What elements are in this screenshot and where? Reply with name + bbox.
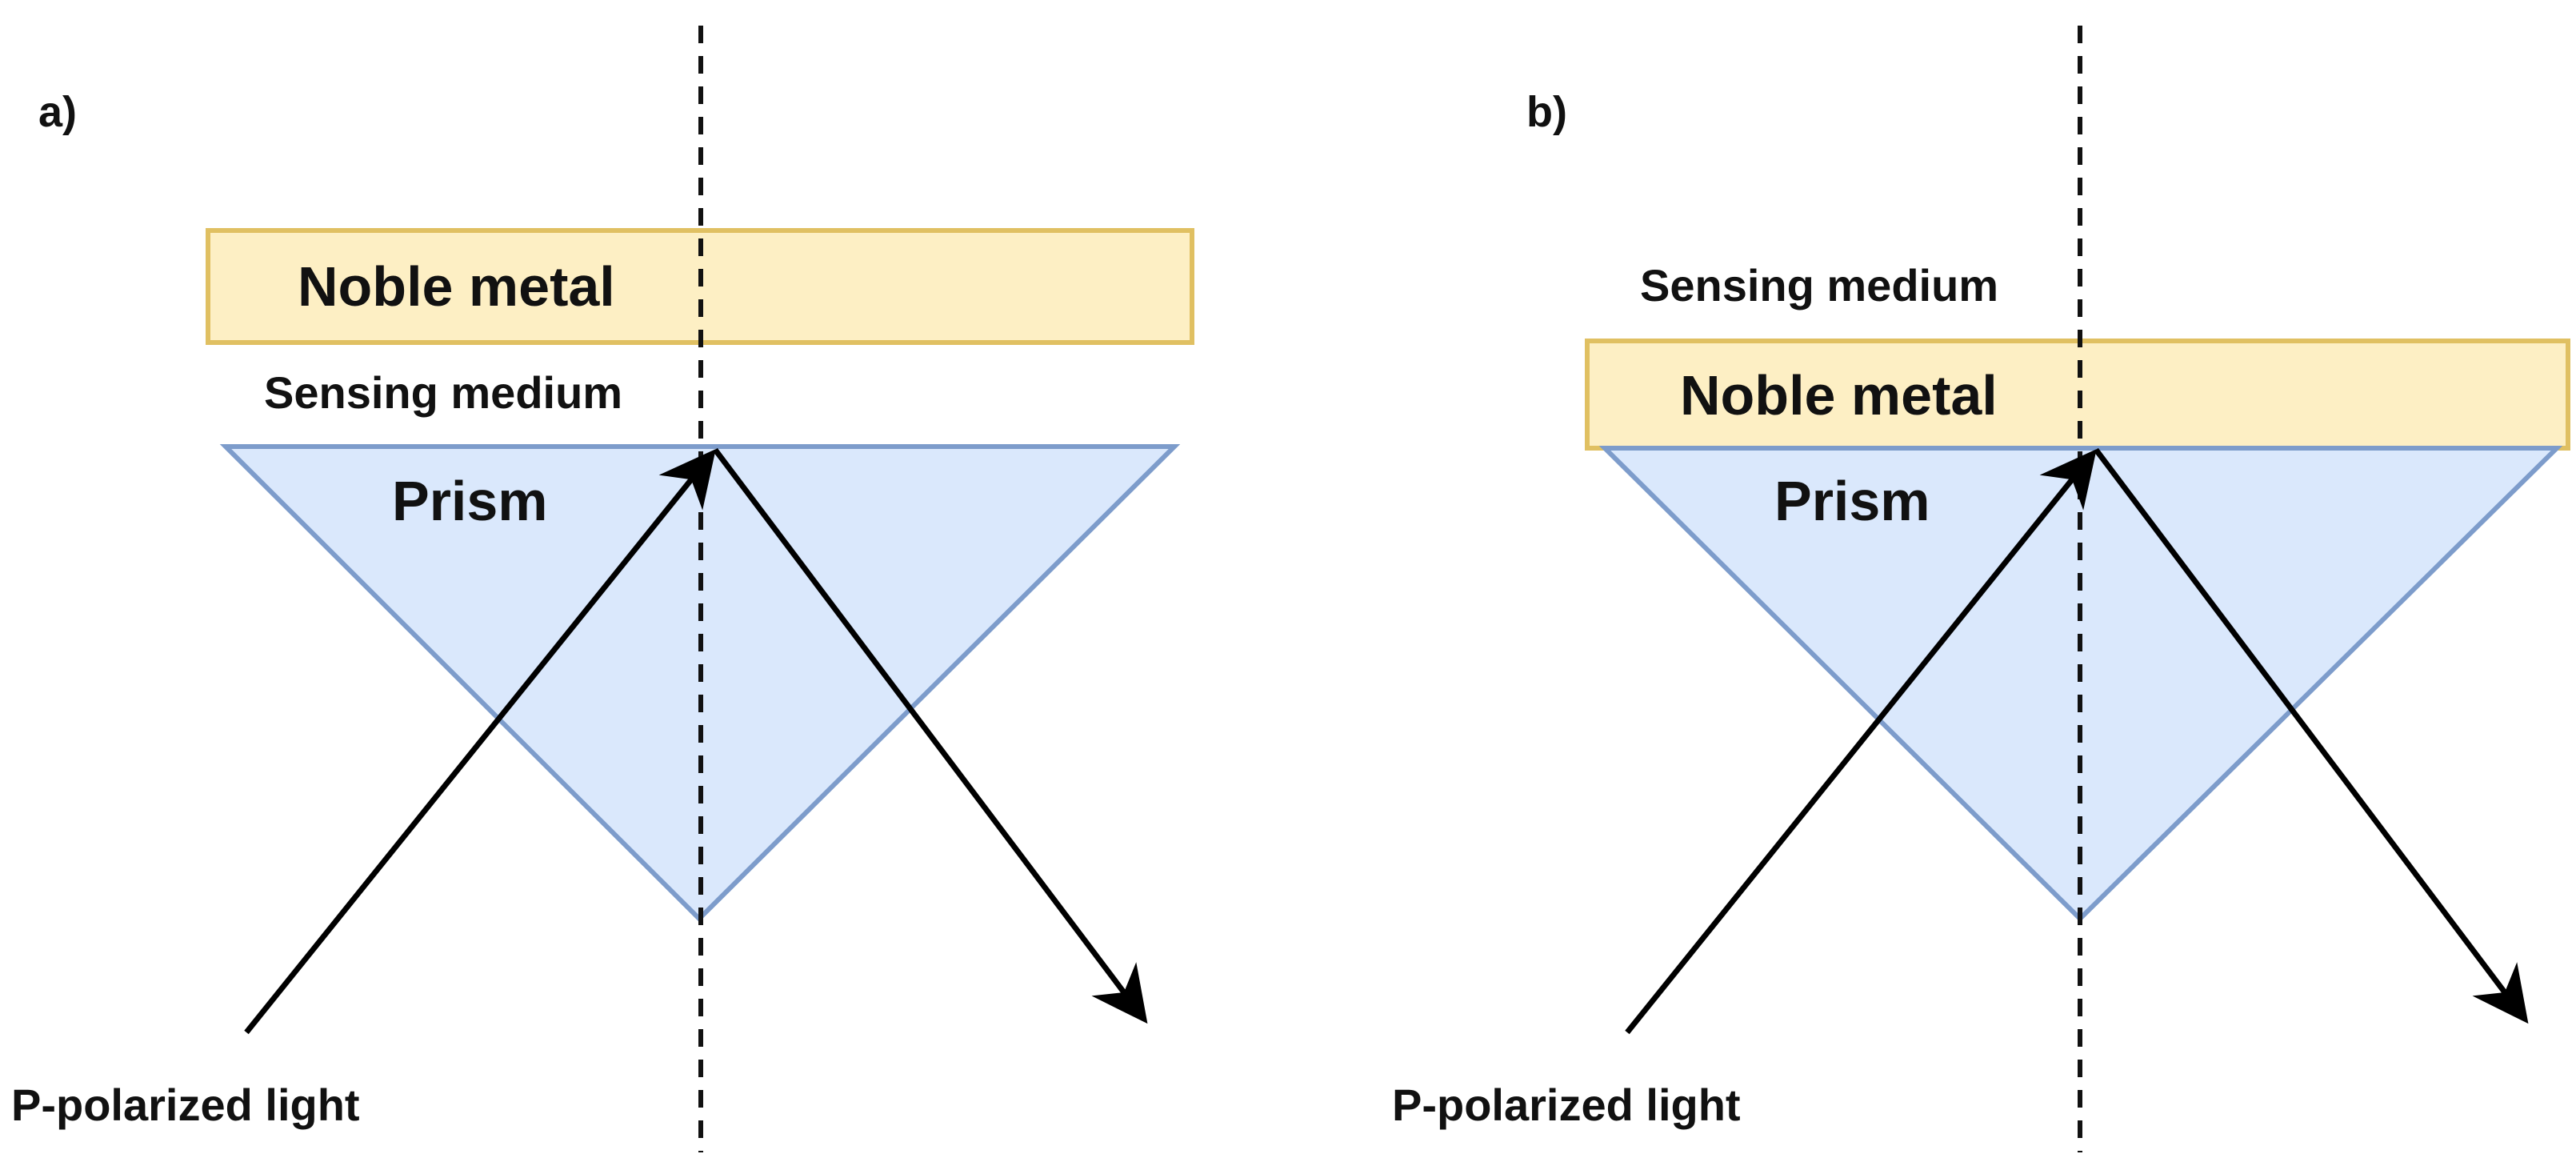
panel-a-label: a) (38, 88, 77, 136)
panel-a-prism (219, 444, 1181, 923)
panel-a-sensing-medium-label: Sensing medium (264, 367, 622, 418)
panel-b-incident-ray (1625, 449, 2097, 1035)
panel-a-reflected-ray (713, 447, 1148, 1024)
panel-a-incident-ray (244, 449, 716, 1035)
panel-b: b) Sensing medium Noble metal Prism P-po… (1392, 26, 2570, 1152)
panel-a-noble-metal-label: Noble metal (298, 255, 615, 318)
panel-b-noble-metal-label: Noble metal (1680, 364, 1998, 427)
panel-b-prism (1598, 446, 2563, 923)
panel-b-label: b) (1526, 88, 1567, 136)
panel-a-prism-label: Prism (392, 470, 548, 532)
panel-b-light-label: P-polarized light (1392, 1080, 1741, 1130)
panel-a-light-label: P-polarized light (11, 1080, 360, 1130)
panel-b-prism-label: Prism (1774, 470, 1930, 532)
panel-b-reflected-ray (2094, 447, 2529, 1024)
panel-b-sensing-medium-label: Sensing medium (1640, 260, 1998, 311)
panel-a: a) Noble metal Sensing medium Prism P-po… (11, 26, 1194, 1152)
